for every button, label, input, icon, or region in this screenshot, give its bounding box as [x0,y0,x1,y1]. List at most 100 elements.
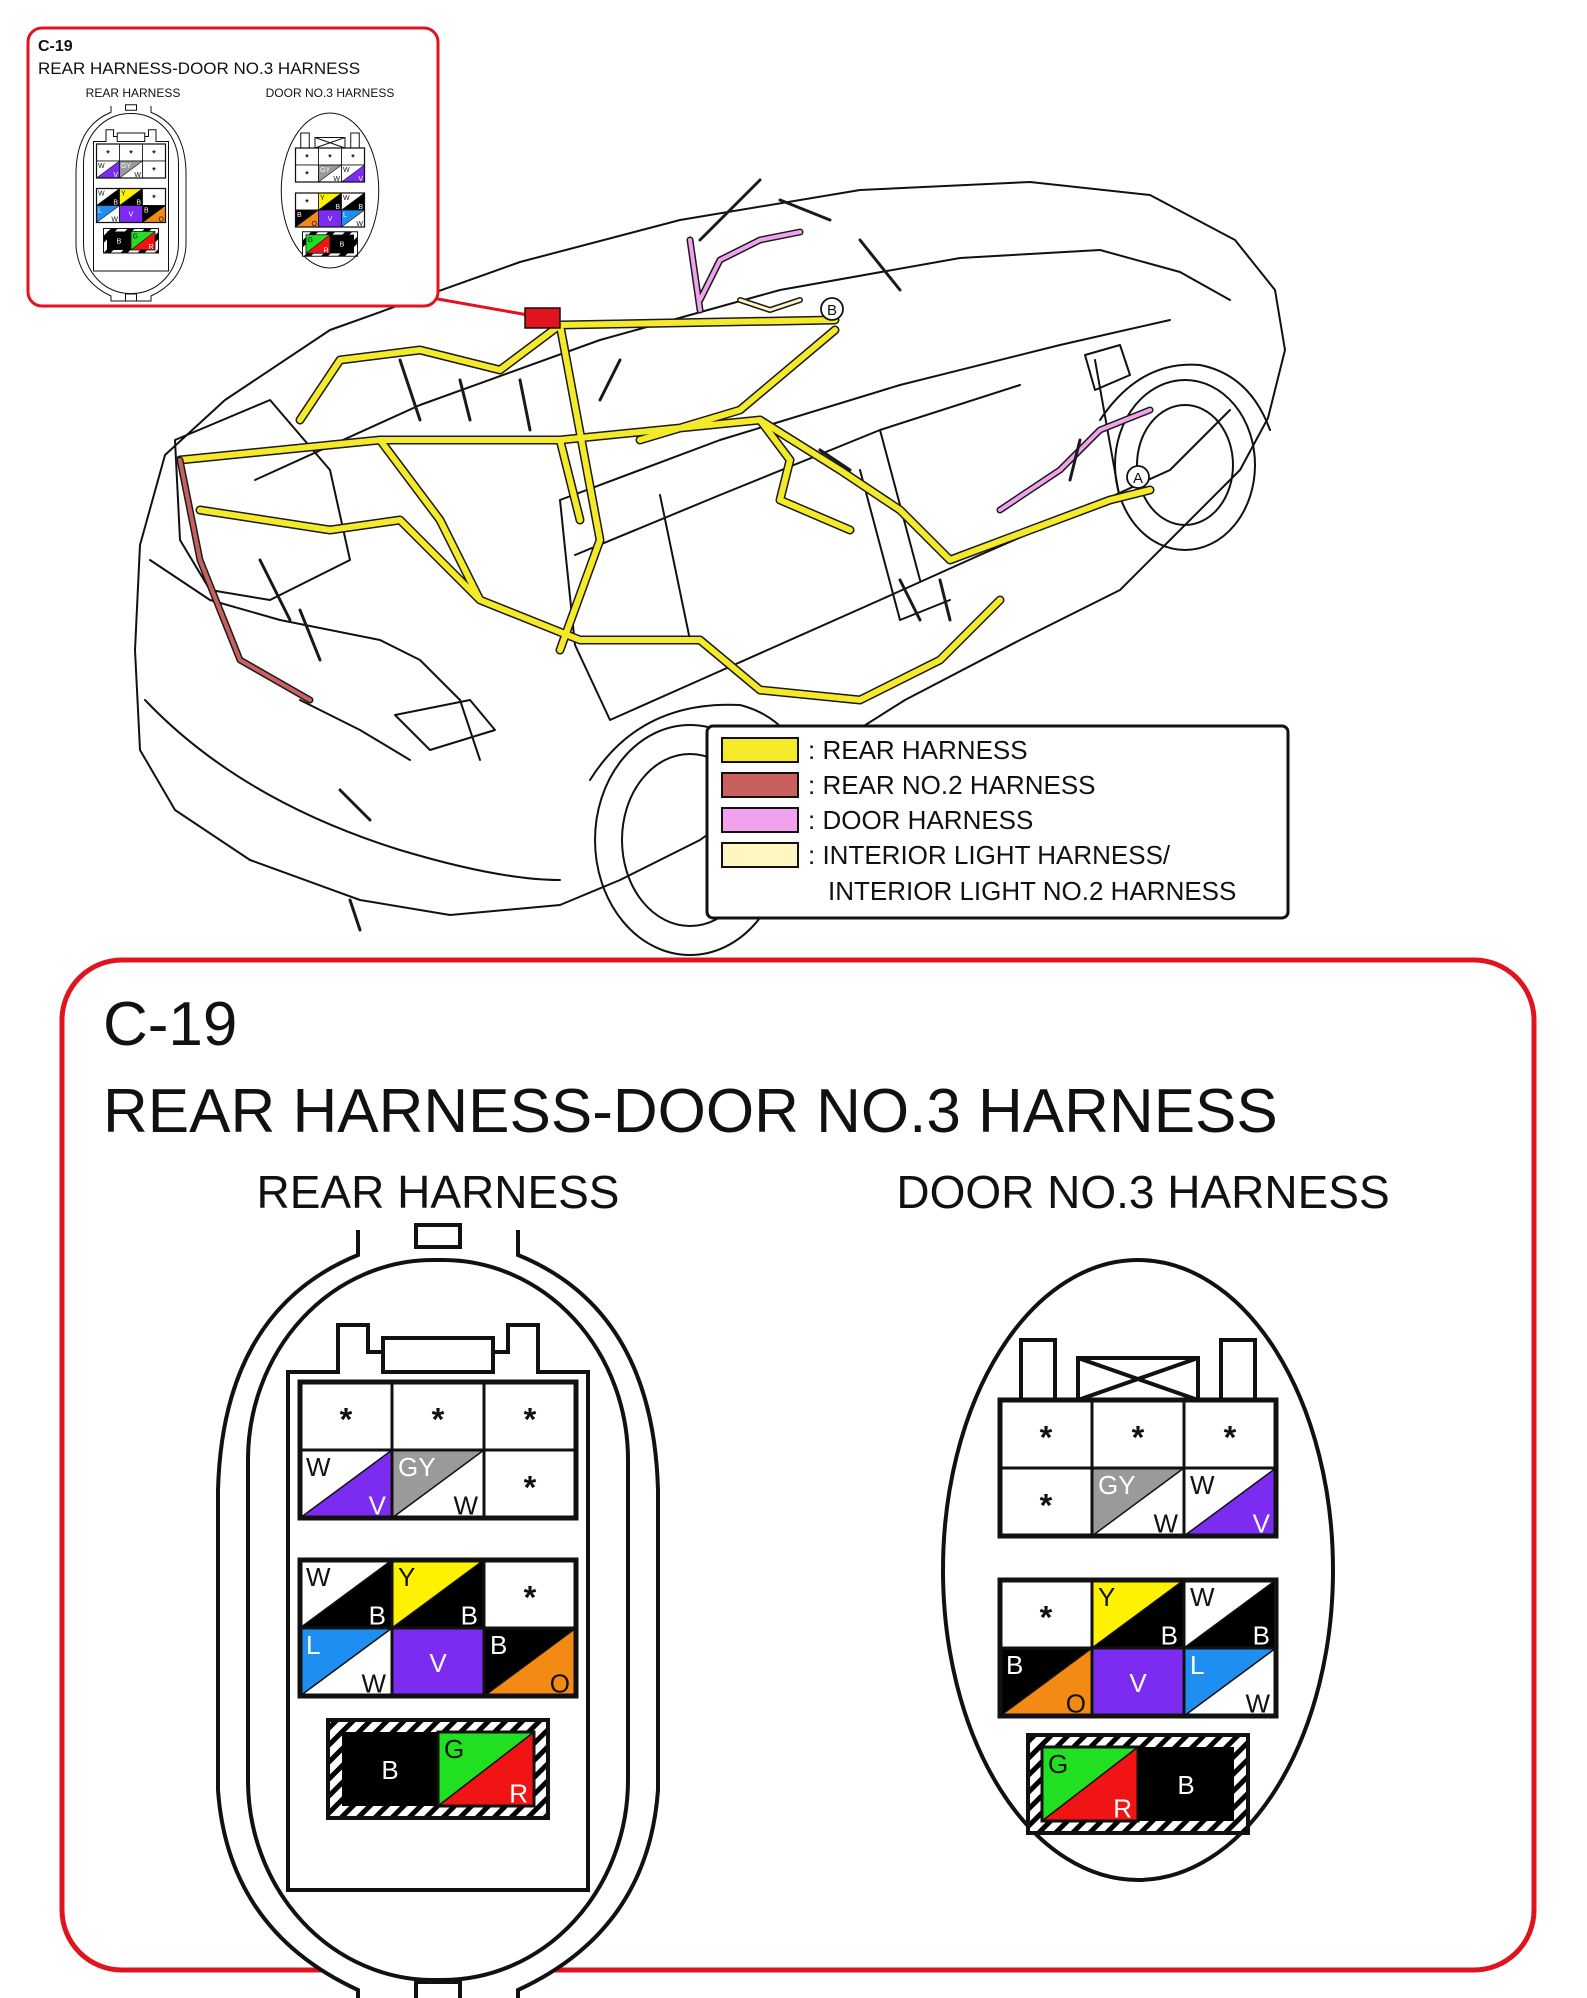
plug-wire-code: B [117,238,122,245]
wire-main-color: L [98,208,102,215]
wire-stripe-color: B [358,204,363,211]
terminal-cell: * [295,164,319,183]
wire-main-color: W [98,163,105,170]
inset-code: C-19 [38,38,73,55]
wire-main-color: Y [320,195,325,202]
wire-stripe-color: V [1253,1508,1271,1538]
wire-stripe-color: W [356,221,363,228]
terminal-cell: GYW [1090,1466,1186,1538]
empty-terminal-mark: * [351,152,355,162]
legend-continuation: INTERIOR LIGHT NO.2 HARNESS [828,876,1236,906]
wire-main-color: Y [121,191,126,198]
wire-main-color: W [1190,1470,1215,1500]
terminal-cell: BO [482,1626,578,1698]
terminal-cell: LW [298,1626,394,1698]
wire-stripe-color: B [1253,1620,1270,1650]
terminal-cell: WV [298,1448,394,1520]
empty-terminal-mark: * [152,193,156,203]
wire-stripe-color: O [550,1668,570,1698]
wire-main-color: L [1190,1650,1204,1680]
terminal-cell: V [390,1626,486,1698]
terminal-cell: WV [1182,1466,1278,1538]
terminal-cell: * [482,1558,578,1630]
wire-main-color: B [1006,1650,1023,1680]
marker-a-label: A [1133,470,1143,487]
empty-terminal-mark: * [1224,1419,1237,1455]
empty-terminal-mark: * [524,1401,537,1437]
wire-stripe-color: W [134,172,141,179]
legend-swatch [721,842,799,868]
terminal-cell: GR [305,234,331,254]
terminal-cell: * [142,143,166,162]
wire-stripe-color: R [509,1778,528,1808]
wire-stripe-color: W [453,1490,478,1520]
wire-stripe-color: W [361,1668,386,1698]
terminal-cell: GYW [390,1448,486,1520]
wire-stripe-color: W [333,176,340,183]
wire-main-color: W [1190,1582,1215,1612]
harness-routing [175,178,1155,932]
terminal-cell: * [119,143,143,162]
c19-location-marker [431,296,561,329]
terminal-cell: YB [119,188,143,207]
empty-terminal-mark: * [524,1469,537,1505]
terminal-cell: * [998,1578,1094,1650]
terminal-cell: * [341,147,365,166]
terminal-cell: * [142,160,166,179]
empty-terminal-mark: * [152,148,156,158]
detail-panel: C-19 REAR HARNESS-DOOR NO.3 HARNESS REAR… [59,957,1537,1998]
empty-terminal-mark: * [524,1579,537,1615]
wire-stripe-color: B [113,200,118,207]
terminal-cell: GYW [119,160,143,179]
terminal-cell: V [119,205,143,223]
wire-main-color: Y [398,1562,415,1592]
wire-stripe-color: B [335,204,340,211]
wire-main-color: L [343,212,347,219]
marker-b: B [820,297,844,321]
wire-stripe-color: O [1066,1688,1086,1718]
legend-swatch [721,807,799,833]
car-illustration [134,181,1286,956]
terminal-cell: * [482,1380,578,1452]
plug-wire-code: B [381,1755,398,1785]
terminal-cell: YB [390,1558,486,1630]
legend-label: : DOOR HARNESS [808,805,1033,835]
empty-terminal-mark: * [305,197,309,207]
terminal-cell: * [318,147,342,166]
wire-color-code: V [1129,1668,1147,1698]
terminal-cell: * [298,1380,394,1452]
terminal-cell: V [318,209,342,228]
wire-main-color: G [133,234,138,241]
wire-main-color: W [306,1562,331,1592]
inset-title: REAR HARNESS-DOOR NO.3 HARNESS [38,59,360,78]
empty-terminal-mark: * [1132,1419,1145,1455]
marker-a: A [1126,465,1150,489]
empty-terminal-mark: * [305,169,309,179]
wire-stripe-color: B [1161,1620,1178,1650]
empty-terminal-mark: * [340,1401,353,1437]
terminal-cell: BO [998,1646,1094,1718]
wire-main-color: G [444,1734,464,1764]
detail-title: REAR HARNESS-DOOR NO.3 HARNESS [103,1077,1278,1146]
terminal-cell: * [998,1466,1094,1538]
terminal-cell: WV [96,160,120,179]
empty-terminal-mark: * [1040,1419,1053,1455]
terminal-cell: * [295,192,319,211]
terminal-cell: LW [96,205,120,224]
terminal-cell: * [390,1380,486,1452]
wire-main-color: W [343,167,350,174]
terminal-cell: GR [130,231,156,251]
terminal-cell: * [96,143,120,162]
inset-left-label: REAR HARNESS [86,86,181,100]
door-harness-path [686,228,1154,514]
terminal-cell: * [1182,1398,1278,1470]
terminal-cell: * [998,1398,1094,1470]
terminal-cell: LW [341,209,365,228]
wire-stripe-color: B [461,1600,478,1630]
terminal-cell: V [1090,1646,1186,1718]
wire-stripe-color: V [358,176,363,183]
terminal-cell: WB [341,192,365,211]
terminal-cell: WV [341,164,365,183]
detail-left-label: REAR HARNESS [257,1166,620,1218]
